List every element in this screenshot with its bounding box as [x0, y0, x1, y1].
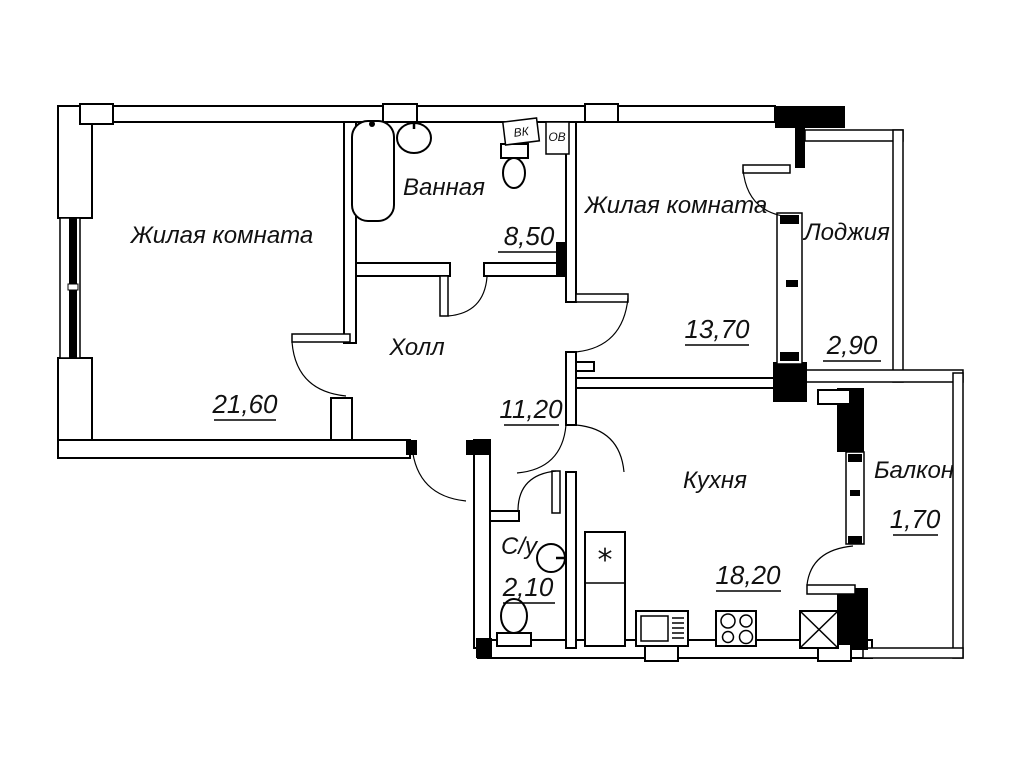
ov-label: ОВ — [548, 130, 565, 144]
wall-loggia-door-post — [795, 122, 805, 168]
room-wc-area: 2,10 — [502, 572, 554, 602]
room-kitchen-area: 18,20 — [715, 560, 781, 590]
door-arc-bathroom — [447, 276, 488, 317]
room-loggia-area: 2,90 — [826, 330, 878, 360]
door-arc-wc — [517, 470, 557, 512]
windows — [59, 212, 865, 545]
toilet-tank-bathroom — [500, 143, 529, 159]
pilaster-top-2 — [382, 103, 418, 123]
wall-bathroom-south-b — [483, 262, 561, 277]
window-balcony-sash-top — [848, 454, 862, 462]
wall-kitchen-east-lower — [837, 588, 868, 650]
bathtub-faucet-icon — [369, 121, 375, 127]
wall-loggia-top — [804, 129, 904, 142]
window-loggia-latch — [786, 280, 798, 287]
door-arc-entrance — [411, 446, 467, 502]
room-labels: Жилая комната 21,60 Ванная 8,50 Жилая ко… — [130, 174, 954, 604]
door-arc-kitchen-in — [575, 424, 625, 473]
wall-block-top-right — [775, 106, 845, 128]
wall-living2-west-upper — [565, 121, 577, 303]
door-leaf-loggia — [742, 164, 791, 174]
door-leaf-bathroom — [439, 275, 449, 317]
kitchen-drainer-lines — [672, 617, 684, 639]
window-balcony-frame — [845, 451, 865, 545]
window-loggia-sash-bottom — [780, 352, 799, 361]
window-balcony-latch — [850, 490, 860, 496]
room-kitchen-label: Кухня — [683, 467, 747, 494]
door-arc-kitchen-out — [516, 424, 567, 474]
room-living1-label: Жилая комната — [130, 222, 313, 249]
room-bathroom-label: Ванная — [403, 174, 485, 201]
pilaster-top-1 — [79, 103, 114, 125]
jamb-wc-sw — [476, 638, 492, 658]
wall-left-lower — [57, 357, 93, 445]
room-living2-label: Жилая комната — [584, 192, 767, 219]
vk-box: ВК — [501, 117, 541, 146]
room-hall-label: Холл — [388, 334, 445, 361]
room-balcony-area: 1,70 — [890, 504, 941, 534]
room-bathroom-area: 8,50 — [504, 221, 555, 251]
room-living1-area: 21,60 — [211, 389, 278, 419]
door-leaf-living2 — [575, 293, 629, 303]
vk-box-rect — [501, 117, 541, 146]
kitchen-sink-basin — [640, 615, 669, 642]
utility-boxes: ВК ОВ — [501, 117, 570, 155]
wall-living2-west-lower — [565, 351, 577, 426]
interior-walls — [330, 121, 868, 658]
room-wc-label: С/у — [501, 533, 539, 560]
wall-kitchen-top — [575, 377, 775, 389]
wall-bottom-left — [57, 439, 411, 459]
kitchen-fixtures: * — [584, 531, 839, 649]
room-loggia-label: Лоджия — [802, 219, 890, 246]
window-loggia-frame — [776, 212, 803, 365]
toilet-tank-wc — [496, 632, 532, 647]
toilet-bowl-wc — [500, 598, 528, 634]
bathtub — [351, 120, 395, 222]
wall-bathroom-south-a — [355, 262, 451, 277]
vent-shaft-x2 — [799, 610, 839, 649]
fridge — [584, 531, 626, 647]
door-leaf-balcony — [806, 584, 856, 595]
stove-burners — [720, 613, 754, 645]
room-living2-area: 13,70 — [684, 314, 750, 344]
jamb-living1-door — [330, 397, 353, 441]
door-leaf-wc — [551, 470, 561, 514]
fridge-symbol: * — [598, 543, 613, 578]
doors — [291, 164, 856, 595]
wall-stub-living2 — [575, 361, 595, 372]
wall-loggia-balcony-divider — [804, 369, 964, 383]
door-arc-living2 — [575, 297, 629, 353]
room-balcony-label: Балкон — [874, 457, 954, 484]
wall-loggia-right — [892, 129, 904, 383]
door-leaf-living1 — [291, 333, 351, 343]
bathroom-fixtures — [351, 120, 529, 222]
window-balcony-sash-bottom — [848, 536, 862, 544]
wall-kitchen-west — [565, 471, 577, 649]
ov-box-rect — [545, 121, 570, 155]
room-hall-area: 11,20 — [499, 394, 563, 424]
wall-balcony-right — [952, 372, 964, 659]
toilet-bowl-bathroom — [502, 157, 526, 189]
wall-wc-west — [473, 439, 491, 649]
wc-fixtures — [496, 543, 566, 647]
jamb-entrance-right — [466, 440, 490, 455]
wall-wc-top — [489, 510, 520, 522]
window-loggia-sash-top — [780, 215, 799, 224]
window-living1-latch — [67, 283, 79, 291]
wall-balcony-bottom — [862, 647, 964, 659]
door-arc-living1 — [291, 341, 347, 397]
wall-block-loggia-sw — [773, 362, 807, 402]
pilaster-top-3 — [584, 103, 619, 123]
pilaster-kitchen-ne — [817, 389, 851, 405]
door-arc-loggia — [742, 168, 791, 218]
door-arc-balcony — [806, 545, 854, 586]
vk-label: ВК — [513, 124, 531, 140]
